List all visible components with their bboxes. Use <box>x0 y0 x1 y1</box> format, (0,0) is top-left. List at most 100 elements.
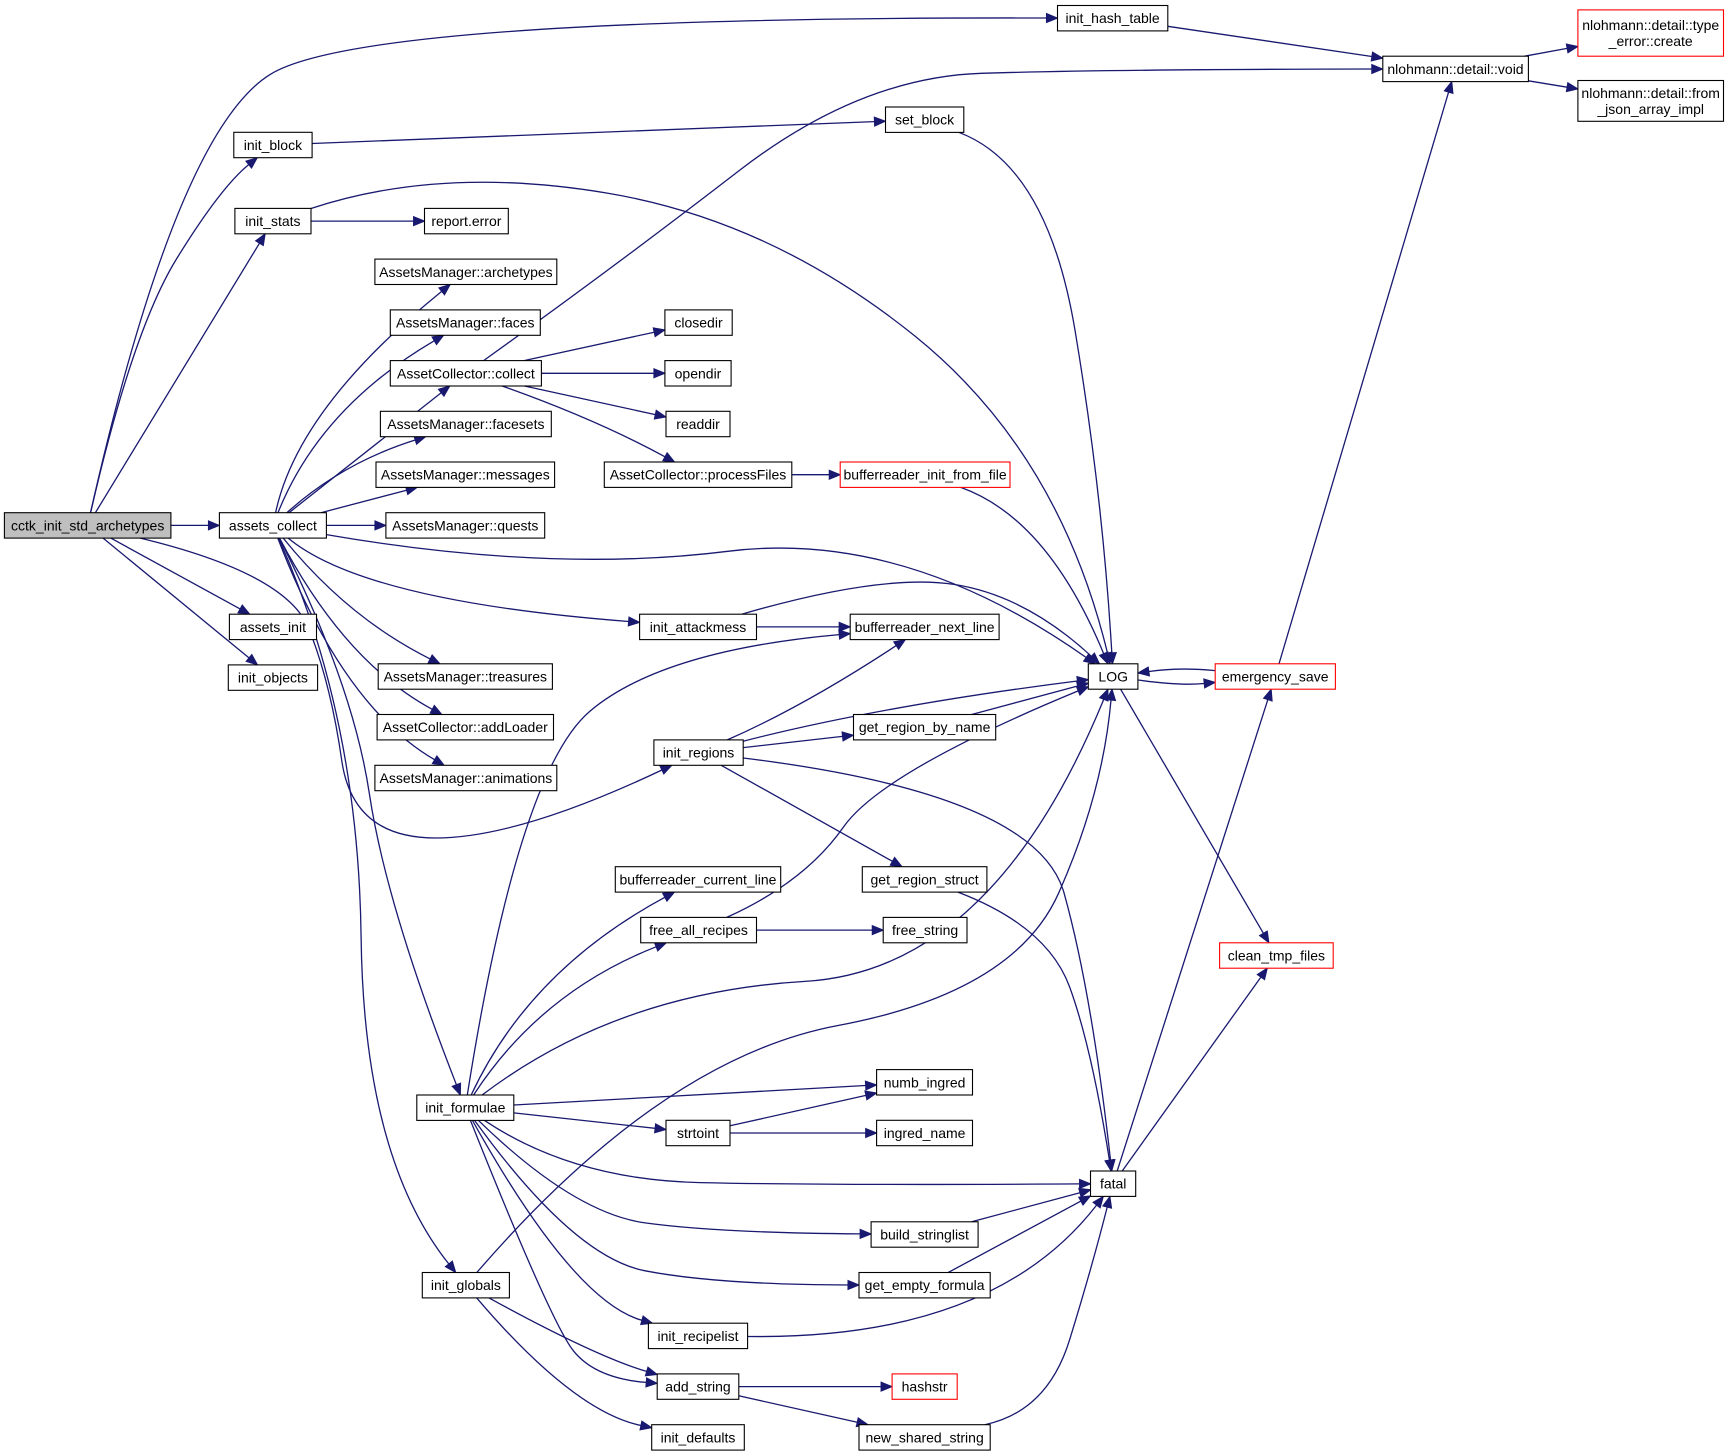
node-am-quests[interactable]: AssetsManager::quests <box>385 512 546 539</box>
node-ingred-name[interactable]: ingred_name <box>876 1119 974 1147</box>
node-box[interactable] <box>647 1322 749 1350</box>
node-box[interactable] <box>852 713 997 741</box>
node-processFiles[interactable]: AssetCollector::processFiles <box>603 461 793 488</box>
node-box[interactable] <box>1577 9 1725 57</box>
node-get-region-by-name[interactable]: get_region_by_name <box>852 713 997 741</box>
node-init-block[interactable]: init_block <box>233 131 313 159</box>
node-am-messages[interactable]: AssetsManager::messages <box>375 461 556 488</box>
node-box[interactable] <box>1056 4 1169 32</box>
node-box[interactable] <box>423 207 509 235</box>
node-box[interactable] <box>891 1373 958 1400</box>
node-get-region-struct[interactable]: get_region_struct <box>861 866 988 893</box>
node-nl-void[interactable]: nlohmann::detail::void <box>1382 55 1529 83</box>
node-init-objects[interactable]: init_objects <box>227 664 319 691</box>
node-free-all-recipes[interactable]: free_all_recipes <box>640 916 758 944</box>
node-box[interactable] <box>1089 1170 1137 1197</box>
node-am-treasures[interactable]: AssetsManager::treasures <box>377 663 553 690</box>
node-box[interactable] <box>385 512 546 539</box>
node-bufferreader-init-from-file[interactable]: bufferreader_init_from_file <box>839 461 1011 488</box>
node-box[interactable] <box>639 613 758 641</box>
node-init-regions[interactable]: init_regions <box>653 739 744 766</box>
node-opendir[interactable]: opendir <box>664 360 732 387</box>
node-box[interactable] <box>858 1424 991 1451</box>
node-box[interactable] <box>884 106 965 133</box>
node-box[interactable] <box>870 1221 979 1248</box>
node-box[interactable] <box>882 916 968 944</box>
node-nl-type-error[interactable]: nlohmann::detail::type_error::create <box>1577 9 1725 57</box>
node-box[interactable] <box>376 713 555 741</box>
node-free-string[interactable]: free_string <box>882 916 968 944</box>
node-init-formulae[interactable]: init_formulae <box>416 1094 515 1121</box>
node-box[interactable] <box>227 664 319 691</box>
node-box[interactable] <box>228 613 318 641</box>
node-box[interactable] <box>858 1271 991 1299</box>
node-nl-from-json[interactable]: nlohmann::detail::from_json_array_impl <box>1577 79 1725 122</box>
node-numb-ingred[interactable]: numb_ingred <box>876 1069 974 1096</box>
node-readdir[interactable]: readdir <box>665 410 731 438</box>
node-box[interactable] <box>665 410 731 438</box>
node-init-defaults[interactable]: init_defaults <box>651 1424 745 1451</box>
node-fatal[interactable]: fatal <box>1089 1170 1137 1197</box>
node-box[interactable] <box>379 410 552 438</box>
node-box[interactable] <box>218 512 327 539</box>
node-box[interactable] <box>876 1119 974 1147</box>
node-new-shared-string[interactable]: new_shared_string <box>858 1424 991 1451</box>
node-assets-init[interactable]: assets_init <box>228 613 318 641</box>
node-init-globals[interactable]: init_globals <box>421 1271 510 1299</box>
node-box[interactable] <box>849 613 1000 641</box>
node-ac-collect[interactable]: AssetCollector::collect <box>389 360 542 387</box>
node-box[interactable] <box>614 866 782 893</box>
node-init-stats[interactable]: init_stats <box>234 207 312 235</box>
node-box[interactable] <box>640 916 758 944</box>
node-build-stringlist[interactable]: build_stringlist <box>870 1221 979 1248</box>
node-report-error[interactable]: report.error <box>423 207 509 235</box>
node-am-facesets[interactable]: AssetsManager::facesets <box>379 410 552 438</box>
node-box[interactable] <box>374 258 558 286</box>
node-box[interactable] <box>665 1119 731 1147</box>
node-add-string[interactable]: add_string <box>656 1373 740 1400</box>
node-emergency-save[interactable]: emergency_save <box>1214 663 1336 690</box>
node-box[interactable] <box>664 309 733 336</box>
node-box[interactable] <box>1219 942 1334 969</box>
node-init-recipelist[interactable]: init_recipelist <box>647 1322 749 1350</box>
node-box[interactable] <box>1577 79 1725 122</box>
node-strtoint[interactable]: strtoint <box>665 1119 731 1147</box>
node-box[interactable] <box>664 360 732 387</box>
node-box[interactable] <box>656 1373 740 1400</box>
node-am-faces[interactable]: AssetsManager::faces <box>389 309 541 336</box>
node-box[interactable] <box>1382 55 1529 83</box>
node-box[interactable] <box>233 131 313 159</box>
node-box[interactable] <box>876 1069 974 1096</box>
node-box[interactable] <box>389 309 541 336</box>
node-am-animations[interactable]: AssetsManager::animations <box>374 764 558 792</box>
node-get-empty-formula[interactable]: get_empty_formula <box>858 1271 991 1299</box>
node-box[interactable] <box>3 512 172 539</box>
node-box[interactable] <box>603 461 793 488</box>
node-box[interactable] <box>651 1424 745 1451</box>
node-box[interactable] <box>839 461 1011 488</box>
node-bufferreader-next-line[interactable]: bufferreader_next_line <box>849 613 1000 641</box>
node-LOG[interactable]: LOG <box>1087 663 1139 690</box>
node-box[interactable] <box>421 1271 510 1299</box>
node-hashstr[interactable]: hashstr <box>891 1373 958 1400</box>
node-ac-addLoader[interactable]: AssetCollector::addLoader <box>376 713 555 741</box>
node-set-block[interactable]: set_block <box>884 106 965 133</box>
node-box[interactable] <box>416 1094 515 1121</box>
node-box[interactable] <box>1087 663 1139 690</box>
node-init-hash-table[interactable]: init_hash_table <box>1056 4 1169 32</box>
node-box[interactable] <box>375 461 556 488</box>
node-am-archetypes[interactable]: AssetsManager::archetypes <box>374 258 558 286</box>
node-box[interactable] <box>377 663 553 690</box>
node-init-attackmess[interactable]: init_attackmess <box>639 613 758 641</box>
node-box[interactable] <box>389 360 542 387</box>
node-cctk[interactable]: cctk_init_std_archetypes <box>3 512 172 539</box>
node-bufferreader-current-line[interactable]: bufferreader_current_line <box>614 866 782 893</box>
node-box[interactable] <box>374 764 558 792</box>
node-box[interactable] <box>653 739 744 766</box>
node-box[interactable] <box>861 866 988 893</box>
node-clean-tmp-files[interactable]: clean_tmp_files <box>1219 942 1334 969</box>
node-assets-collect[interactable]: assets_collect <box>218 512 327 539</box>
node-box[interactable] <box>234 207 312 235</box>
node-closedir[interactable]: closedir <box>664 309 733 336</box>
node-box[interactable] <box>1214 663 1336 690</box>
